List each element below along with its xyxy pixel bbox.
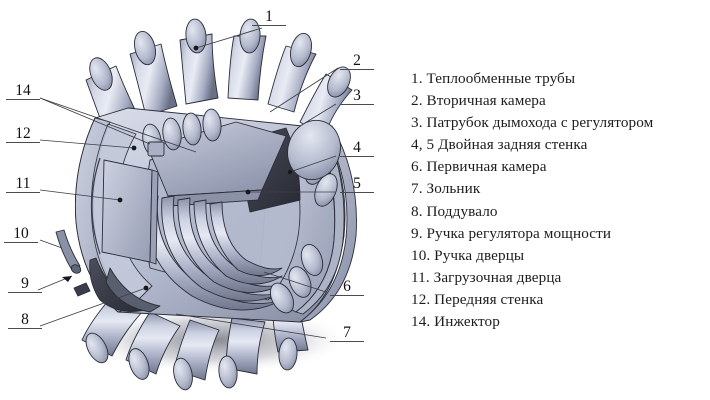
- callout-5-number: 5: [353, 175, 361, 192]
- loading-door-edge: [149, 169, 159, 265]
- callout-1: 1: [252, 8, 286, 26]
- callout-7-number: 7: [343, 324, 351, 341]
- legend-item: 11. Загрузочная дверца: [411, 268, 562, 286]
- callout-10: 10: [4, 225, 38, 243]
- legend-item: 12. Передняя стенка: [411, 290, 544, 308]
- callout-7-rule: [330, 341, 364, 342]
- callout-5: 5: [340, 175, 374, 193]
- rear-wall-outer: [299, 125, 357, 323]
- callout-9-number: 9: [21, 275, 29, 292]
- callout-14: 14: [6, 82, 40, 100]
- callout-5-rule: [340, 192, 374, 193]
- legend-item: 7. Зольник: [411, 180, 481, 198]
- furnace-assembly: [55, 18, 357, 391]
- callout-3-rule: [340, 104, 374, 105]
- callout-11-rule: [6, 192, 40, 193]
- legend-item: 4, 5 Двойная задняя стенка: [411, 136, 588, 154]
- chimney-spigot: [287, 119, 341, 181]
- legend-item: 3. Патрубок дымохода с регулятором: [411, 114, 654, 132]
- callout-11-number: 11: [15, 175, 31, 192]
- legend-item: 8. Поддувало: [411, 202, 498, 220]
- callout-10-rule: [4, 242, 38, 243]
- callout-2-rule: [340, 69, 374, 70]
- callout-12-rule: [6, 142, 40, 143]
- legend-item: 2. Вторичная камера: [411, 92, 546, 110]
- legend-item: 14. Инжектор: [411, 313, 500, 331]
- door-handle[interactable]: [55, 229, 81, 271]
- callout-2-number: 2: [353, 52, 361, 69]
- callout-9-rule: [8, 292, 42, 293]
- callout-1-rule: [252, 25, 286, 26]
- furnace-diagram: 14 12 11 10 9 8 1 2: [4, 8, 374, 391]
- door-handle-knob[interactable]: [70, 263, 83, 275]
- callout-2: 2: [340, 52, 374, 70]
- callout-6-rule: [330, 295, 364, 296]
- callout-8: 8: [8, 311, 42, 329]
- callout-10-number: 10: [13, 225, 29, 242]
- legend-item: 9. Ручка регулятора мощности: [411, 224, 612, 242]
- injector: [147, 141, 165, 157]
- legend-item: 10. Ручка дверцы: [411, 246, 525, 264]
- callout-6: 6: [330, 278, 364, 296]
- legend-item: 1. Теплообменные трубы: [411, 70, 576, 87]
- callout-12: 12: [6, 125, 40, 143]
- callout-4-rule: [340, 156, 374, 157]
- callout-8-rule: [8, 328, 42, 329]
- callout-3-number: 3: [353, 87, 361, 104]
- furnace-svg: [37, 18, 357, 391]
- tube-bank-upper: [85, 18, 353, 141]
- heat-exchange-tubes-inner: [144, 195, 283, 311]
- power-regulator-handle[interactable]: [73, 282, 91, 297]
- loading-door[interactable]: [101, 159, 153, 263]
- callout-14-number: 14: [15, 82, 31, 99]
- legend-item: 6. Первичная камера: [411, 158, 547, 176]
- tube-openings-left: [142, 108, 222, 157]
- callout-11: 11: [6, 175, 40, 193]
- callout-4-number: 4: [353, 139, 361, 156]
- callout-9: 9: [8, 275, 42, 293]
- callout-12-number: 12: [15, 125, 31, 142]
- door-hinge-arc: [91, 157, 101, 255]
- ash-drawer: [105, 267, 161, 313]
- callout-6-number: 6: [343, 278, 351, 295]
- callout-3: 3: [340, 87, 374, 105]
- callout-8-number: 8: [21, 311, 29, 328]
- legend-list: 1. Теплообменные трубы 2. Вторичная каме…: [411, 68, 701, 333]
- callout-7: 7: [330, 324, 364, 342]
- callout-14-rule: [6, 99, 40, 100]
- callout-1-number: 1: [265, 8, 273, 25]
- leader-lines: [37, 27, 339, 339]
- callout-4: 4: [340, 139, 374, 157]
